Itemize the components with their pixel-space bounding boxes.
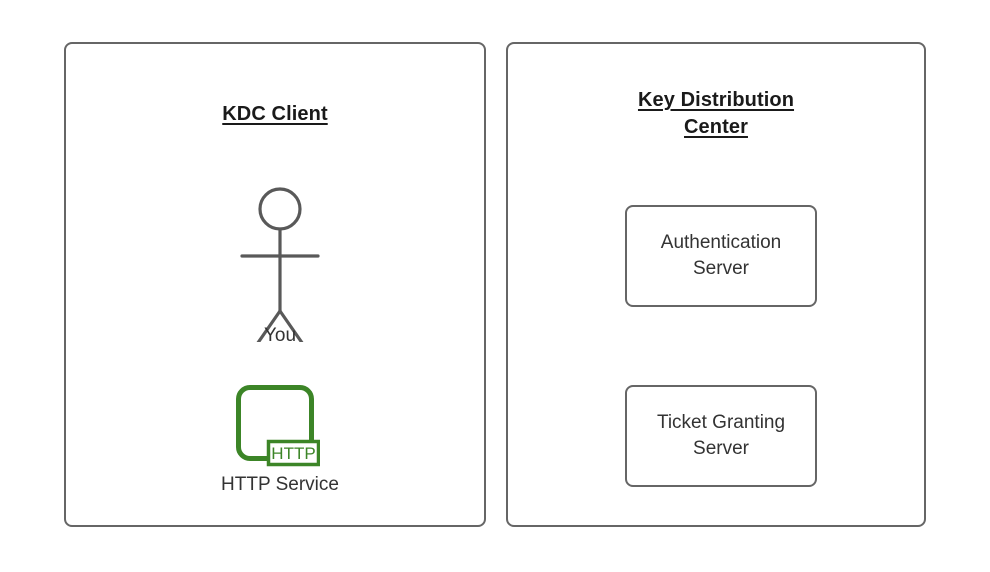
actor-label-you: You [263, 325, 297, 346]
box-ticket-granting-server[interactable]: Ticket Granting Server [625, 385, 817, 487]
http-service-icon[interactable]: HTTP [234, 383, 320, 471]
panel-title-key-distribution-center: Key Distribution Center [508, 87, 924, 141]
ticket-granting-server-label-line1: Ticket Granting [656, 412, 786, 433]
service-label-http-service: HTTP Service [221, 474, 339, 495]
stick-figure-icon [220, 162, 340, 342]
ticket-granting-server-label-line2: Server [693, 438, 749, 459]
box-authentication-server[interactable]: Authentication Server [625, 205, 817, 307]
authentication-server-label-line2: Server [693, 258, 749, 279]
panel-title-kdc-line2: Center [684, 116, 748, 138]
http-badge-text: HTTP [271, 444, 315, 463]
authentication-server-label-line1: Authentication [660, 232, 782, 253]
panel-title-kdc-client: KDC Client [66, 101, 484, 128]
panel-key-distribution-center[interactable]: Key Distribution Center Authentication S… [506, 42, 926, 527]
panel-kdc-client[interactable]: KDC Client You [64, 42, 486, 527]
panel-title-kdc-line1: Key Distribution [637, 89, 795, 111]
panel-title-kdc-client-text: KDC Client [222, 103, 328, 125]
